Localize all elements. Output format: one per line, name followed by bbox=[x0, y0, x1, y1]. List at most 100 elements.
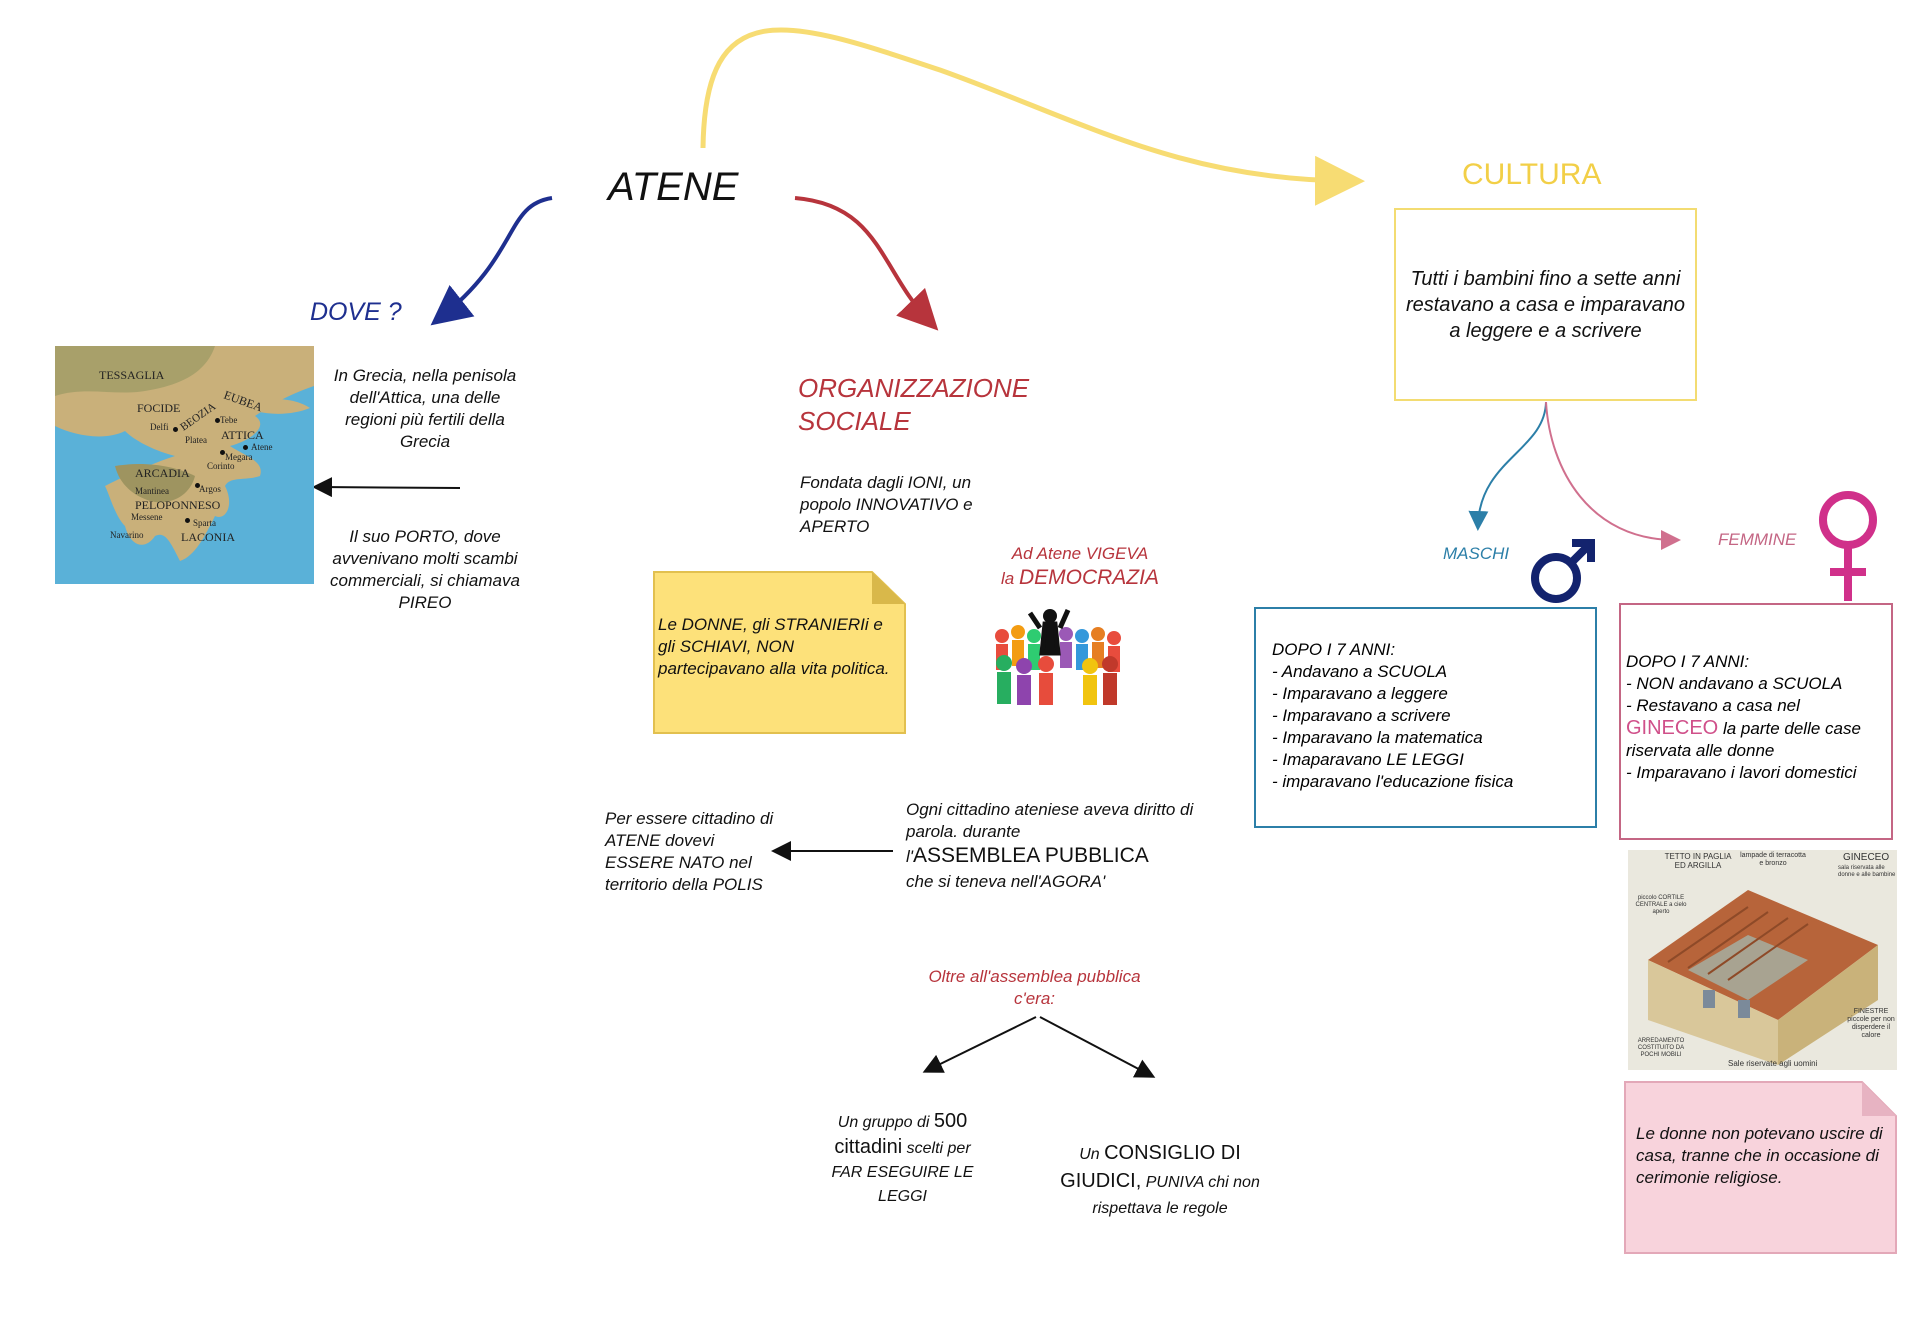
maschi-box: DOPO I 7 ANNI: - Andavano a SCUOLA - Imp… bbox=[1254, 607, 1597, 828]
organizzazione-heading-line2: SOCIALE bbox=[798, 406, 911, 436]
greece-map-icon bbox=[55, 346, 314, 584]
arrow-atene-cultura bbox=[700, 27, 1365, 206]
femmine-line: - NON andavano a SCUOLA bbox=[1626, 674, 1843, 693]
map-label: Corinto bbox=[207, 461, 235, 471]
organizzazione-heading: ORGANIZZAZIONE SOCIALE bbox=[798, 372, 1029, 438]
sticky-note-donne: Le DONNE, gli STRANIERIi e gli SCHIAVI, … bbox=[653, 571, 906, 734]
democrazia-text: Ad Atene VIGEVA la DEMOCRAZIA bbox=[975, 542, 1185, 592]
city-dot bbox=[215, 418, 220, 423]
arrow-oltre-gruppo bbox=[922, 1016, 1037, 1073]
map-label: Megara bbox=[225, 452, 253, 462]
democrazia-crowd-image bbox=[990, 608, 1170, 713]
gineceo-label: lampade di terracotta e bronzo bbox=[1740, 852, 1806, 867]
map-label: ATTICA bbox=[221, 428, 264, 442]
maschi-line: - Imaparavano LE LEGGI bbox=[1272, 750, 1464, 769]
gineceo-word: GINECEO bbox=[1626, 717, 1719, 739]
gruppo-500-text: Un gruppo di 500 cittadini scelti per FA… bbox=[820, 1109, 985, 1209]
femmine-line: - Imparavano i lavori domestici bbox=[1626, 763, 1857, 782]
greek-house-icon bbox=[1628, 850, 1897, 1070]
consiglio-un: Un bbox=[1079, 1146, 1105, 1163]
female-symbol-icon bbox=[1816, 488, 1880, 608]
democrazia-la: la bbox=[1001, 569, 1019, 588]
gruppo-pre: Un gruppo di bbox=[837, 1114, 934, 1131]
femmine-box: DOPO I 7 ANNI: - NON andavano a SCUOLA -… bbox=[1619, 603, 1893, 840]
assemblea-post: che si teneva nell'AGORA' bbox=[906, 872, 1106, 891]
city-dot bbox=[173, 427, 178, 432]
assemblea-l: l' bbox=[906, 847, 914, 866]
crowd-people-icon bbox=[995, 608, 1121, 705]
gineceo-label: TETTO IN PAGLIA ED ARGILLA bbox=[1664, 852, 1732, 870]
maschi-label: MASCHI bbox=[1443, 544, 1510, 563]
map-label: LACONIA bbox=[181, 530, 235, 544]
maschi-line: - Imparavano a leggere bbox=[1272, 684, 1448, 703]
map-label: PELOPONNESO bbox=[135, 498, 221, 512]
fondata-text: Fondata dagli IONI, un popolo INNOVATIVO… bbox=[800, 473, 973, 536]
cultura-box: Tutti i bambini fino a sette anni restav… bbox=[1394, 208, 1697, 401]
arrow-porto-map bbox=[312, 477, 461, 498]
consiglio-word: CONSIGLIO DI GIUDICI, bbox=[1060, 1142, 1241, 1192]
assemblea-pre: Ogni cittadino ateniese aveva diritto di… bbox=[906, 800, 1194, 841]
page-title: ATENE bbox=[608, 165, 739, 209]
organizzazione-heading-line1: ORGANIZZAZIONE bbox=[798, 373, 1030, 403]
sticky-note-cerimonie: Le donne non potevano uscire di casa, tr… bbox=[1624, 1081, 1897, 1254]
gineceo-label: FINESTRE piccole per non disperdere il c… bbox=[1847, 1008, 1895, 1039]
gineceo-label: sala riservata alle donne e alle bambine bbox=[1838, 865, 1896, 878]
city-dot bbox=[185, 518, 190, 523]
gineceo-label: Sale riservate agli uomini bbox=[1728, 1059, 1818, 1068]
gruppo-cittadini: cittadini bbox=[834, 1136, 903, 1158]
male-symbol-icon bbox=[1528, 536, 1598, 611]
city-dot bbox=[195, 483, 200, 488]
city-dot bbox=[220, 450, 225, 455]
arrow-atene-dove bbox=[430, 196, 553, 326]
sticky-note-donne-text: Le DONNE, gli STRANIERIi e gli SCHIAVI, … bbox=[658, 615, 890, 678]
map-label: Mantinea bbox=[135, 486, 169, 496]
gruppo-500: 500 bbox=[933, 1110, 968, 1132]
sticky-note-yellow-shape bbox=[653, 571, 906, 734]
map-label: Atene bbox=[251, 442, 273, 452]
sticky-note-cerimonie-text: Le donne non potevano uscire di casa, tr… bbox=[1636, 1124, 1883, 1187]
map-label: Platea bbox=[185, 435, 207, 445]
map-label: Messene bbox=[131, 512, 163, 522]
arrow-cultura-maschi bbox=[1468, 401, 1547, 531]
map-label: Tebe bbox=[220, 415, 238, 425]
femmine-line: - Restavano a casa nel bbox=[1626, 696, 1800, 715]
maschi-line: DOPO I 7 ANNI: bbox=[1272, 640, 1396, 659]
dove-heading: DOVE ? bbox=[310, 298, 402, 326]
femmine-line: la parte delle case riservata alle donne bbox=[1626, 719, 1861, 760]
cultura-heading: CULTURA bbox=[1462, 158, 1602, 191]
consiglio-post: PUNIVA chi non rispettava le regole bbox=[1092, 1174, 1260, 1217]
maschi-line: - Imparavano la matematica bbox=[1272, 728, 1483, 747]
crowd-figures bbox=[995, 608, 1121, 705]
maschi-line: - imparavano l'educazione fisica bbox=[1272, 772, 1514, 791]
consiglio-text: Un CONSIGLIO DI GIUDICI, PUNIVA chi non … bbox=[1060, 1140, 1260, 1222]
assemblea-word: ASSEMBLEA PUBBLICA bbox=[913, 844, 1149, 867]
map-label: FOCIDE bbox=[137, 401, 181, 415]
gineceo-house-image: TETTO IN PAGLIA ED ARGILLA lampade di te… bbox=[1628, 850, 1897, 1070]
gruppo-post: scelti per FAR ESEGUIRE LE LEGGI bbox=[831, 1140, 974, 1205]
dove-text-porto: Il suo PORTO, dove avvenivano molti scam… bbox=[330, 527, 520, 612]
city-dot bbox=[243, 445, 248, 450]
sticky-note-pink-shape bbox=[1624, 1081, 1897, 1254]
gineceo-label: GINECEO bbox=[1843, 852, 1890, 863]
cultura-box-text: Tutti i bambini fino a sette anni restav… bbox=[1405, 267, 1686, 342]
map-label: Delfi bbox=[150, 422, 169, 432]
map-label: Argos bbox=[199, 484, 221, 494]
femmine-line: DOPO I 7 ANNI: bbox=[1626, 652, 1750, 671]
arrow-oltre-consiglio bbox=[1039, 1016, 1156, 1078]
greece-map-image: TESSAGLIA FOCIDE Delfi BEOZIA EUBEA Tebe… bbox=[55, 346, 314, 584]
gineceo-label: piccolo CORTILE CENTRALE a cielo aperto bbox=[1635, 895, 1687, 915]
democrazia-line1: Ad Atene VIGEVA bbox=[1011, 544, 1149, 563]
cittadino-text: Per essere cittadino di ATENE dovevi ESS… bbox=[605, 809, 774, 894]
map-label: TESSAGLIA bbox=[99, 368, 165, 382]
map-label: ARCADIA bbox=[135, 466, 190, 480]
arrow-cultura-femmine bbox=[1545, 401, 1681, 550]
assemblea-text: Ogni cittadino ateniese aveva diritto di… bbox=[906, 799, 1206, 893]
oltre-text: Oltre all'assemblea pubblica c'era: bbox=[928, 967, 1141, 1008]
femmine-label: FEMMINE bbox=[1718, 530, 1797, 549]
map-label: Navarino bbox=[110, 530, 144, 540]
arrow-atene-organizzazione bbox=[794, 196, 939, 331]
gineceo-label: ARREDAMENTO COSTITUITO DA POCHI MOBILI bbox=[1637, 1038, 1685, 1058]
maschi-line: - Imparavano a scrivere bbox=[1272, 706, 1451, 725]
dove-text-attica: In Grecia, nella penisola dell'Attica, u… bbox=[333, 366, 517, 451]
